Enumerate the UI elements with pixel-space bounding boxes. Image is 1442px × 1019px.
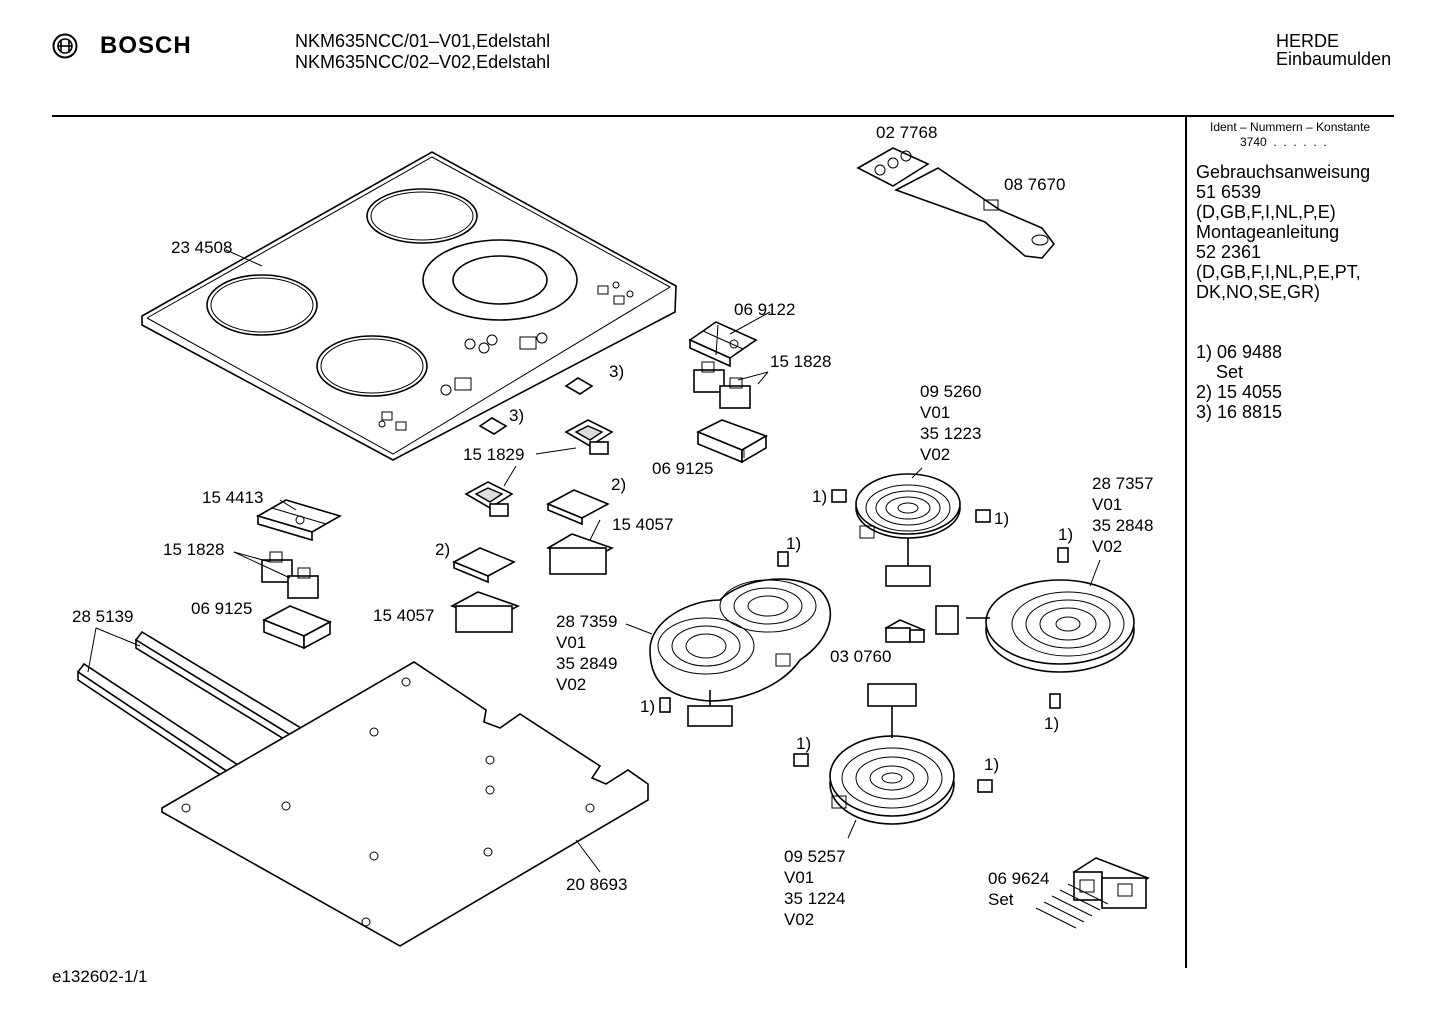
label-069125-upper: 06 9125 xyxy=(652,459,714,478)
part-bracket-154413 xyxy=(255,499,343,542)
label-069624: 06 9624 xyxy=(988,869,1050,888)
leader-lines xyxy=(225,249,771,541)
label-234508: 23 4508 xyxy=(171,238,233,257)
part-cover-069125-upper xyxy=(696,419,768,464)
sidebar-line-4: Montageanleitung xyxy=(1196,222,1340,242)
part-cooktop-glass xyxy=(141,151,677,461)
sidebar-line-6: (D,GB,F,I,NL,P,E,PT, xyxy=(1196,262,1361,282)
label-151828-lower: 15 1828 xyxy=(163,540,225,559)
ident-value: 3740 . . . . . . xyxy=(1240,135,1327,149)
label-351224-v02: V02 xyxy=(784,910,815,929)
part-scraper xyxy=(856,147,1056,259)
model-line-2: NKM635NCC/02–V02,Edelstahl xyxy=(295,52,551,72)
part-connector-030760 xyxy=(884,619,926,643)
sidebar-line-2: 51 6539 xyxy=(1196,182,1262,202)
label-151828-upper: 15 1828 xyxy=(770,352,832,371)
label-footnote-1-g: 1) xyxy=(796,734,812,753)
label-027768: 02 7768 xyxy=(876,123,938,142)
sidebar-line-1: Gebrauchsanweisung xyxy=(1196,162,1371,182)
part-sensor-pad-3b xyxy=(478,417,508,435)
label-footnote-1-d: 1) xyxy=(1044,714,1060,733)
label-095257-v01: V01 xyxy=(784,868,815,887)
part-bottom-plate xyxy=(161,661,649,947)
label-footnote-3-b: 3) xyxy=(509,406,525,425)
model-line-1: NKM635NCC/01–V01,Edelstahl xyxy=(295,31,551,51)
brand-name: BOSCH xyxy=(100,32,192,59)
ident-title: Ident – Nummern – Konstante xyxy=(1210,120,1371,134)
label-287357-v01: V01 xyxy=(1092,495,1123,514)
label-030760: 03 0760 xyxy=(830,647,892,666)
label-151829: 15 1829 xyxy=(463,445,525,464)
label-352849: 35 2849 xyxy=(556,654,618,673)
part-switch-151828-lower xyxy=(233,551,319,599)
part-rails-285139 xyxy=(76,627,336,806)
label-095257: 09 5257 xyxy=(784,847,846,866)
label-208693: 20 8693 xyxy=(566,875,628,894)
part-heater-287359 xyxy=(625,551,832,727)
label-352848-v02: V02 xyxy=(1092,537,1123,556)
label-069125-lower: 06 9125 xyxy=(191,599,253,618)
bosch-armature-icon xyxy=(52,33,78,59)
label-154413: 15 4413 xyxy=(202,488,264,507)
label-351223: 35 1223 xyxy=(920,424,982,443)
label-footnote-1-e: 1) xyxy=(786,534,802,553)
label-footnote-2-a: 2) xyxy=(611,475,627,494)
label-069122: 06 9122 xyxy=(734,300,796,319)
part-switch-151828-upper xyxy=(693,361,769,409)
part-cover-069125-lower xyxy=(262,605,332,650)
part-sensor-pad-3a xyxy=(564,377,594,395)
label-footnote-1-a: 1) xyxy=(812,487,828,506)
footnote-1-set: Set xyxy=(1196,362,1244,382)
part-heater-095260 xyxy=(831,467,991,587)
part-pads-154057 xyxy=(450,489,614,633)
label-095260: 09 5260 xyxy=(920,382,982,401)
label-287359: 28 7359 xyxy=(556,612,618,631)
part-connector-151829 xyxy=(464,419,614,517)
label-285139: 28 5139 xyxy=(72,607,134,626)
label-095260-v01: V01 xyxy=(920,403,951,422)
label-footnote-3-a: 3) xyxy=(609,362,625,381)
sidebar-line-7: DK,NO,SE,GR) xyxy=(1196,282,1321,302)
document-id: e132602-1/1 xyxy=(52,967,148,986)
part-heater-095257 xyxy=(793,683,993,839)
label-footnote-1-f: 1) xyxy=(640,697,656,716)
label-footnote-1-h: 1) xyxy=(984,755,1000,774)
sidebar-line-5: 52 2361 xyxy=(1196,242,1262,262)
footnote-2: 2) 15 4055 xyxy=(1196,382,1283,402)
label-154057-lower: 15 4057 xyxy=(373,606,435,625)
sidebar-line-3: (D,GB,F,I,NL,P,E) xyxy=(1196,202,1336,222)
label-287359-v01: V01 xyxy=(556,633,587,652)
label-352849-v02: V02 xyxy=(556,675,587,694)
label-351224: 35 1224 xyxy=(784,889,846,908)
bosch-logo: BOSCH xyxy=(52,32,192,60)
part-terminal-set-069624 xyxy=(1035,857,1150,929)
part-bracket-069122 xyxy=(688,321,758,368)
label-087670: 08 7670 xyxy=(1004,175,1066,194)
label-287357: 28 7357 xyxy=(1092,474,1154,493)
label-154057-upper: 15 4057 xyxy=(612,515,674,534)
footnote-3: 3) 16 8815 xyxy=(1196,402,1283,422)
category-line-2: Einbaumulden xyxy=(1276,49,1392,69)
label-352848: 35 2848 xyxy=(1092,516,1154,535)
label-351223-v02: V02 xyxy=(920,445,951,464)
label-footnote-1-c: 1) xyxy=(1058,525,1074,544)
footnote-1: 1) 06 9488 xyxy=(1196,342,1283,362)
label-footnote-1-b: 1) xyxy=(994,509,1010,528)
category-line-1: HERDE xyxy=(1276,31,1340,51)
label-footnote-2-b: 2) xyxy=(435,540,451,559)
part-heater-287357 xyxy=(935,547,1135,709)
label-069624-set: Set xyxy=(988,890,1014,909)
